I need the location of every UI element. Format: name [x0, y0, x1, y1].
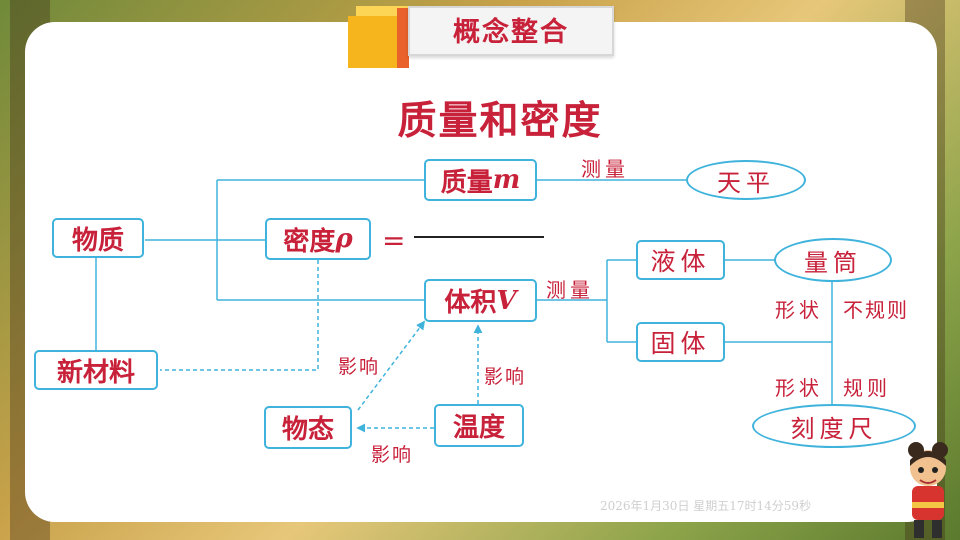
ellipse-cylinder: 量筒: [774, 238, 892, 282]
ellipse-ruler: 刻度尺: [752, 404, 916, 448]
node-state: 物态: [264, 406, 352, 449]
node-new-material: 新材料: [34, 350, 158, 390]
density-label: 密度: [283, 226, 336, 257]
title-tab: [408, 6, 614, 56]
node-matter: 物质: [52, 218, 144, 258]
volume-symbol: V: [496, 285, 517, 316]
volume-label: 体积: [444, 288, 497, 318]
page-title: 质量和密度: [397, 99, 603, 144]
tab-title: 概念整合: [453, 17, 569, 48]
label-shape-1: 形状: [775, 298, 823, 322]
label-regular: 规则: [843, 376, 891, 400]
label-affects-temperature: 影响: [484, 366, 527, 388]
label-measure-volume: 测量: [546, 278, 594, 302]
label-measure-mass: 测量: [581, 157, 629, 181]
node-temperature: 温度: [434, 404, 524, 447]
equals-sign: =: [382, 224, 406, 257]
cube-icon: [397, 8, 409, 68]
label-shape-2: 形状: [775, 376, 823, 400]
label-irregular: 不规则: [843, 298, 909, 322]
cube-icon: [348, 16, 400, 68]
cartoon-character-icon: [908, 442, 948, 538]
density-symbol: ρ: [335, 224, 353, 254]
cube-icon: [356, 6, 408, 18]
mass-symbol: m: [492, 165, 521, 195]
label-affects-state: 影响: [338, 356, 381, 378]
label-affects-temp-state: 影响: [371, 444, 414, 466]
node-solid: 固体: [636, 322, 725, 362]
node-liquid: 液体: [636, 240, 725, 280]
mass-label: 质量: [440, 167, 493, 198]
dashed-state-volume: [357, 320, 426, 411]
ellipse-balance: 天平: [686, 160, 806, 200]
dashed-density-newmaterial: [160, 260, 319, 371]
timestamp: 2026年1月30日 星期五17时14分59秒: [600, 499, 812, 513]
fraction-line: [414, 236, 544, 238]
